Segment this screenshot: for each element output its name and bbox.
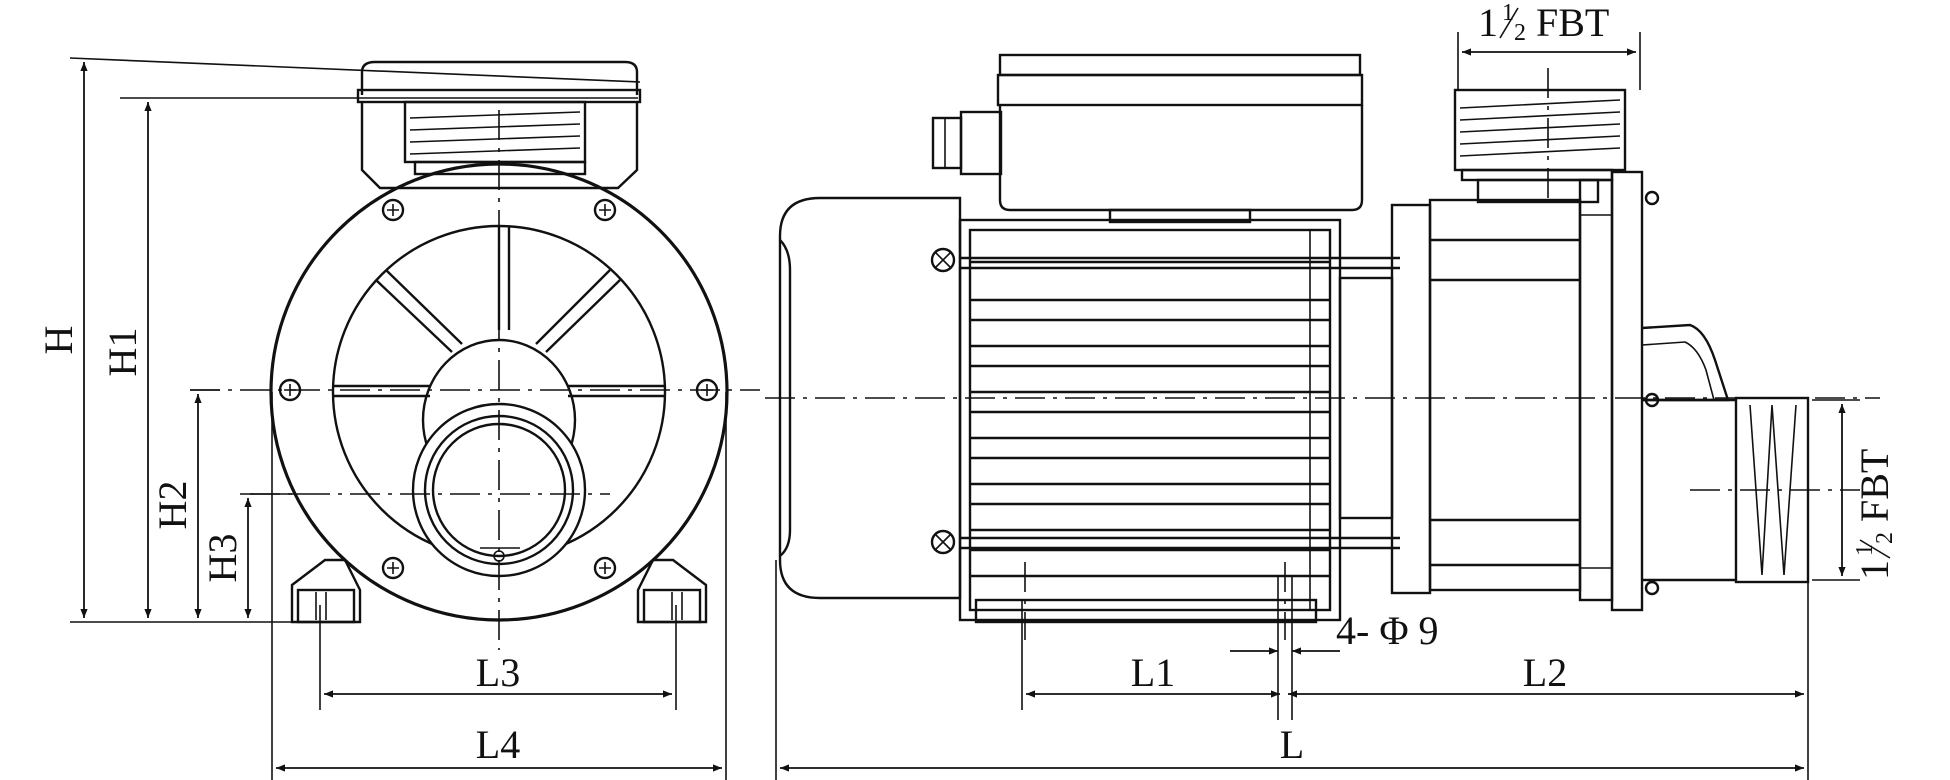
mount-holes-label: 4- Φ 9 xyxy=(1336,608,1439,653)
svg-text:1: 1 xyxy=(1852,560,1897,580)
svg-text:2: 2 xyxy=(1872,532,1898,544)
top-port-size-label: 1 1 2 FBT xyxy=(1478,0,1609,46)
dim-label-l2: L2 xyxy=(1523,650,1567,695)
dim-label-h2: H2 xyxy=(150,481,195,530)
motor-body-side xyxy=(958,218,1342,624)
side-port-size-label: 1 1 2 FBT xyxy=(1852,449,1898,580)
dim-label-l4: L4 xyxy=(476,722,520,767)
top-port-side xyxy=(1453,88,1627,204)
dim-label-h3: H3 xyxy=(200,534,245,583)
svg-text:1: 1 xyxy=(1852,544,1878,556)
dim-label-h1: H1 xyxy=(100,328,145,377)
svg-text:1: 1 xyxy=(1478,0,1498,45)
svg-text:FBT: FBT xyxy=(1536,0,1609,45)
pump-head-side xyxy=(1338,170,1730,612)
tie-rod-end-icons xyxy=(930,247,956,555)
dim-label-l: L xyxy=(1280,722,1304,767)
svg-text:FBT: FBT xyxy=(1852,449,1897,522)
side-port-side xyxy=(1642,396,1810,584)
terminal-box-side xyxy=(931,53,1364,224)
dim-label-l1: L1 xyxy=(1131,650,1175,695)
dim-label-h: H xyxy=(36,326,81,355)
svg-text:1: 1 xyxy=(1502,0,1514,26)
svg-text:2: 2 xyxy=(1514,20,1526,46)
fan-cover-side xyxy=(778,196,962,600)
front-view: H H1 H2 H3 L3 L4 xyxy=(36,57,760,780)
terminal-box-front xyxy=(356,60,642,190)
dim-label-l3: L3 xyxy=(476,650,520,695)
side-view: 1 1 2 FBT 1 1 2 FBT 4- Φ 9 L1 L2 L xyxy=(765,0,1898,780)
